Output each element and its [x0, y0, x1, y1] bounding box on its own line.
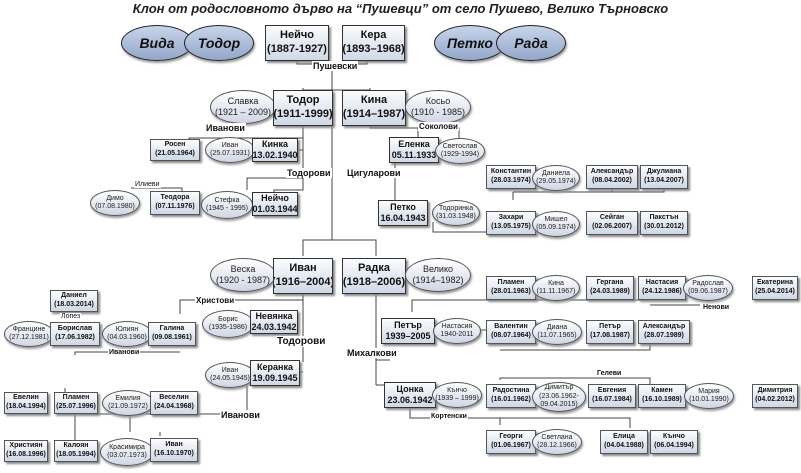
- box-georgi: Георги(01.06.1967): [486, 430, 536, 454]
- label-ivanovi-3: Иванови: [220, 410, 261, 420]
- label-ilievi: Илиеви: [134, 181, 161, 188]
- ellipse-veska: Веска(1920 - 1987): [210, 258, 276, 292]
- label-todorovi-1: Тодорови: [286, 168, 332, 178]
- box-kaloyan: Калоян(18.05.1994): [54, 440, 98, 462]
- ellipse-daniela: Даниела(29.05.1974): [532, 165, 580, 191]
- box-gergana: Гергана(24.03.1989): [586, 276, 634, 300]
- box-ekaterina: Екатерина(25.04.2014): [752, 276, 798, 300]
- box-dimitriya: Димитрия(04.02.2012): [752, 384, 798, 408]
- ellipse-diana: Диана(11.07.1965): [532, 319, 582, 345]
- label-ivanovi-2: Иванови: [108, 349, 141, 356]
- ellipse-svetlana: Светлана(28.12.1966): [532, 429, 582, 455]
- ivan-radka-link: [302, 239, 377, 256]
- ellipse-dimitar: Димитър(23.06.1962-09.04.2015): [532, 382, 586, 412]
- ellipse-dimo: Димо(07.08.1980): [90, 190, 140, 216]
- box-dzhuliana: Джулиана(13.04.2007): [640, 165, 688, 189]
- box-evgeniya: Евгения(16.07.1984): [588, 384, 636, 408]
- ellipse-todorinka: Тодоринка(31.03.1948): [432, 200, 480, 226]
- ellipse-krasimira: Красимира(03.07.1973): [100, 438, 154, 466]
- ivan-children-link: [179, 292, 304, 373]
- root-link: [296, 60, 368, 240]
- ellipse-emiliya: Емилия(21.09.1972): [102, 390, 154, 416]
- box-plamen-2: Пламен(28.01.1963): [486, 276, 536, 300]
- box-ivan: Иван(1916–2004): [273, 258, 333, 294]
- box-todor: Тодор(1911-1999): [273, 90, 333, 126]
- label-sokolovi: Соколови: [418, 122, 459, 131]
- box-galina: Галина(09.08.1961): [148, 322, 196, 346]
- box-kina: Кина(1914–1987): [342, 90, 406, 126]
- box-nastasiya-1: Настасия(24.12.1986): [638, 276, 686, 300]
- label-hristovi: Христови: [195, 296, 236, 305]
- ellipse-boris: Борис(1935-1986): [202, 310, 254, 338]
- label-pushevski: Пушевски: [312, 61, 359, 71]
- box-valentin: Валентин(08.07.1964): [486, 320, 536, 344]
- box-radostina: Радостина(16.01.1962): [486, 384, 536, 408]
- box-aleksandar-2: Александър(28.07.1989): [638, 320, 690, 344]
- ellipse-kancho-e: Кънчо(1939 – 1999): [432, 382, 482, 408]
- ellipse-radoslav: Радослав(09.06.1987): [683, 275, 733, 301]
- box-kamen: Камен(16.10.1989): [638, 384, 686, 408]
- ellipse-slavka: Славка(1921 – 2009): [210, 90, 276, 124]
- label-lopez: Лопез: [60, 313, 82, 320]
- label-nenovi: Ненови: [702, 304, 731, 311]
- ellipse-kina-2: Кина(11.11.1967): [532, 275, 580, 301]
- radka-children-link: [375, 292, 390, 386]
- box-evelin: Евелин(18.04.1994): [4, 392, 48, 414]
- box-aleksandar-1: Александър(08.04.2002): [586, 165, 638, 189]
- label-mihalkovi: Михалкови: [346, 348, 398, 358]
- root-ellipse-petko: Петко: [434, 25, 506, 61]
- ellipse-ivan-keranka: Иван(24.05.1945): [205, 362, 255, 388]
- ellipse-veliko: Велико(1914–1982): [405, 258, 471, 292]
- root-ellipse-todor: Тодор: [184, 25, 254, 61]
- label-kortenski: Кортенски: [430, 413, 468, 420]
- box-neycho-root: Нейчо(1887-1927): [265, 25, 329, 61]
- ellipse-mariya: Мария(10.01.1990): [684, 383, 734, 409]
- diagram-title: Клон от родословното дърво на “Пушевци” …: [132, 1, 669, 16]
- label-todorovi-2: Тодорови: [276, 336, 327, 347]
- ellipse-frantsine: Францине(27.12.1981): [4, 321, 54, 347]
- box-seygan: Сейган(02.06.2007): [586, 211, 638, 235]
- ellipse-ivan-spouse: Иван(25.07.1931): [205, 137, 255, 163]
- label-tsigularovi: Цигуларови: [346, 168, 402, 178]
- box-kancho: Кънчо(06.04.1994): [650, 430, 698, 454]
- box-teodora: Теодора(07.11.1976): [150, 191, 200, 215]
- box-konstantin: Константин(28.03.1974): [486, 165, 536, 189]
- box-daniel: Даниел(18.03.2014): [50, 290, 98, 312]
- label-gelevi: Гелеви: [596, 370, 623, 377]
- ellipse-svetoslav: Светослав(1929-1994): [435, 138, 485, 164]
- root-ellipse-rada: Рада: [496, 25, 566, 61]
- box-borislav: Борислав(17.06.1982): [50, 322, 100, 346]
- box-kera: Кера(1893–1968): [342, 25, 405, 61]
- box-pakstan: Пакстън(30.01.2012): [640, 211, 688, 235]
- box-veselin: Веселин(24.04.1968): [150, 391, 198, 415]
- ellipse-koso: Косьо(1910 - 1985): [405, 90, 471, 124]
- label-ivanovi-1: Иванови: [205, 123, 246, 133]
- box-elitsa: Елица(04.04.1988): [600, 430, 648, 454]
- ellipse-yuliyan: Юлиян(04.03.1960): [102, 321, 152, 347]
- root-ellipse-vida: Вида: [121, 25, 193, 61]
- box-plamen-1: Пламен(25.07.1996): [54, 392, 98, 414]
- box-hristiyan: Християн(16.08.1996): [4, 440, 48, 462]
- box-ivan-2: Иван(16.10.1970): [150, 438, 198, 462]
- box-radka: Радка(1918–2006): [342, 258, 406, 294]
- kina-link: [369, 126, 460, 200]
- box-petar-2: Петър(17.08.1987): [586, 320, 634, 344]
- box-rosen: Росен(21.05.1964): [150, 139, 200, 161]
- box-zahari: Захари(13.05.1975): [486, 211, 536, 235]
- ellipse-stefka: Стефка(1945 - 1995): [201, 191, 253, 219]
- ellipse-mishel: Мишел(05.09.1974): [532, 211, 580, 237]
